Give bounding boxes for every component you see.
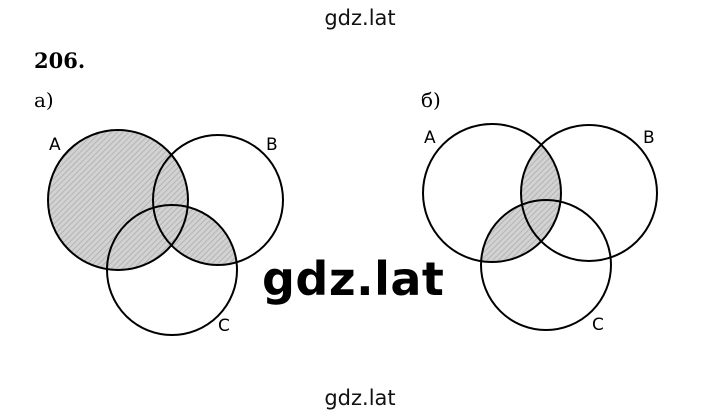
venn-a-circle-c — [106, 204, 238, 336]
watermark-bottom: gdz.lat — [324, 386, 396, 410]
venn-a-circle-a — [47, 129, 189, 271]
venn-a-set-a-shaded — [48, 130, 188, 270]
venn-b-label-c: C — [592, 315, 604, 335]
venn-b-circle-b — [520, 124, 658, 262]
part-a-label: а) — [34, 88, 54, 112]
venn-b-label-b: B — [643, 128, 655, 148]
venn-b-circle-c — [480, 199, 612, 331]
problem-number: 206. — [34, 48, 86, 73]
venn-b-label-a: A — [424, 128, 436, 148]
venn-a-circle-b — [152, 134, 284, 266]
part-b-label: б) — [421, 88, 441, 112]
venn-b-ac-intersection-shaded — [481, 200, 561, 262]
watermark-center: gdz.lat — [262, 252, 445, 306]
venn-a-label-b: B — [266, 135, 278, 155]
venn-a-label-c: C — [218, 316, 230, 336]
venn-a-label-a: A — [49, 135, 61, 155]
watermark-top: gdz.lat — [324, 6, 396, 30]
venn-b-circle-a — [422, 123, 562, 263]
venn-b: A B C — [422, 123, 658, 335]
venn-a-bc-intersection-shaded — [153, 205, 237, 265]
venn-a: A B C — [47, 129, 284, 336]
